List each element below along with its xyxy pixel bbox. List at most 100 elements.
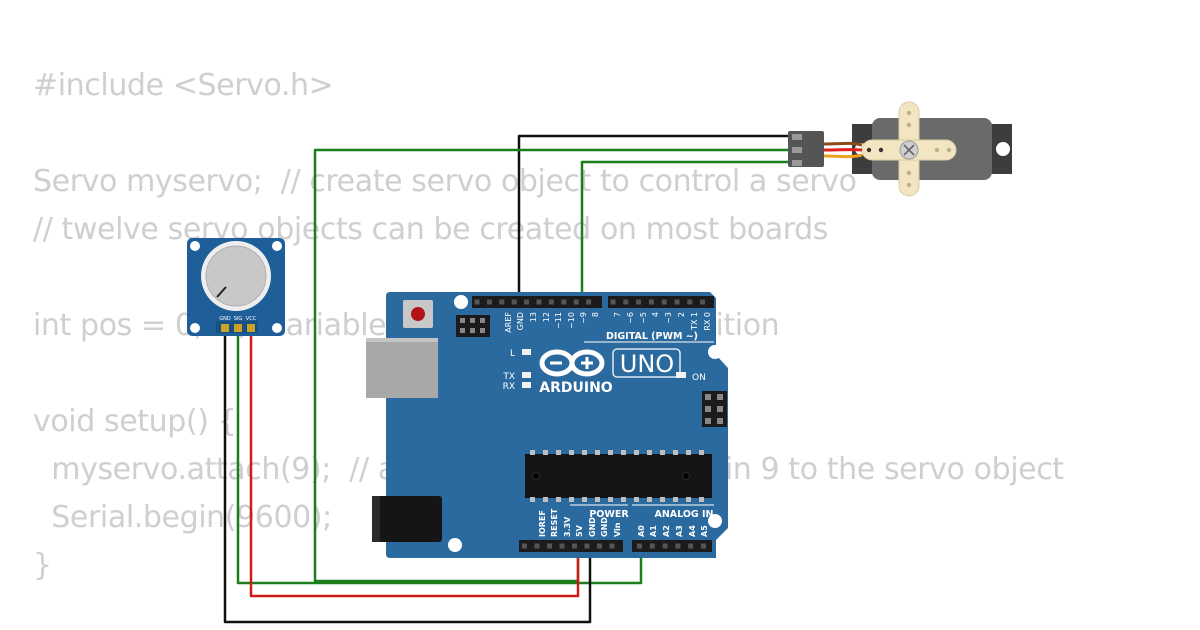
tx-led <box>522 372 531 378</box>
pin-hole[interactable] <box>687 299 693 305</box>
model-label: UNO <box>620 350 674 378</box>
potentiometer-module[interactable]: GND SIG VCC <box>187 238 285 336</box>
digital-pin-label: 8 <box>591 312 600 317</box>
power-pin-label: GND <box>588 517 597 537</box>
pin-hole[interactable] <box>584 543 590 549</box>
digital-pin-label: ~3 <box>664 312 673 324</box>
servo-motor[interactable] <box>788 101 1012 197</box>
analog-pin-label: A1 <box>649 525 658 537</box>
pin-hole[interactable] <box>511 299 517 305</box>
power-header-label: POWER <box>589 509 629 520</box>
mount-hole <box>272 241 282 251</box>
pot-pin-label: SIG <box>234 316 243 322</box>
pot-pin-label: GND <box>219 316 231 322</box>
pin-hole[interactable] <box>675 543 681 549</box>
brand-label: ARDUINO <box>539 380 613 396</box>
pin-hole[interactable] <box>623 299 629 305</box>
pin-hole[interactable] <box>610 299 616 305</box>
pin-vcc <box>247 324 255 332</box>
pin-hole[interactable] <box>522 543 527 549</box>
mount-hole <box>190 323 200 333</box>
dc-power-jack <box>372 496 442 542</box>
chip-notch <box>532 472 540 480</box>
model-badge <box>612 348 681 378</box>
digital-header-label: DIGITAL (PWM ~) <box>606 331 698 342</box>
pin-hole[interactable] <box>648 299 654 305</box>
bottom-pin-holes <box>522 543 706 549</box>
digital-pin-label: GND <box>516 312 525 330</box>
pin-hole[interactable] <box>636 299 642 305</box>
power-pin-label: 3.3V <box>563 516 572 537</box>
reset-button-cap[interactable] <box>411 307 425 321</box>
pin-hole[interactable] <box>559 543 565 549</box>
digital-pin-holes <box>474 299 706 305</box>
usb-port-edge <box>366 338 438 342</box>
wire-pot-vcc[interactable] <box>249 330 580 598</box>
horn-hole <box>906 182 912 188</box>
pin-hole[interactable] <box>649 543 655 549</box>
pin-hole[interactable] <box>561 299 567 305</box>
on-led-label: ON <box>692 373 706 383</box>
pin-hole[interactable] <box>661 299 667 305</box>
board-mount-hole <box>708 345 722 359</box>
wire-servo-signal[interactable] <box>580 160 792 302</box>
power-header <box>519 540 623 552</box>
connector-pin <box>792 160 802 166</box>
pin-hole[interactable] <box>547 543 552 549</box>
chip-dot <box>682 472 690 480</box>
horn-hole <box>906 170 912 176</box>
wire-servo-ground[interactable] <box>517 134 792 302</box>
horn-hole <box>934 147 940 153</box>
l-led <box>522 349 531 355</box>
pin-hole[interactable] <box>486 299 492 305</box>
analog-pin-label: A0 <box>637 525 646 537</box>
mount-hole <box>272 323 282 333</box>
digital-pin-label: ~10 <box>567 312 576 329</box>
wire-pot-ground[interactable] <box>223 330 592 624</box>
code-line: Serial.begin(9600); <box>33 500 332 535</box>
pin-hole[interactable] <box>572 543 577 549</box>
pin-hole[interactable] <box>536 299 542 305</box>
analog-header <box>632 540 712 552</box>
wires <box>223 134 792 624</box>
pin-hole[interactable] <box>573 299 579 305</box>
usb-port <box>366 338 438 398</box>
knob[interactable] <box>205 245 267 307</box>
pin-hole[interactable] <box>586 299 592 305</box>
pin-hole[interactable] <box>474 299 480 305</box>
analog-pin-label: A3 <box>675 525 684 537</box>
connector-pin <box>792 134 802 140</box>
pin-hole[interactable] <box>597 543 602 549</box>
wire-pot-signal[interactable] <box>236 330 643 585</box>
pin-hole[interactable] <box>548 299 554 305</box>
digital-header-right <box>608 296 714 308</box>
icsp-pins <box>460 318 485 333</box>
horn-hole <box>878 147 884 153</box>
pin-hole[interactable] <box>700 299 706 305</box>
pin-hole[interactable] <box>688 543 694 549</box>
chip-legs <box>530 450 704 502</box>
pin-hole[interactable] <box>637 543 642 549</box>
digital-pin-label: 12 <box>542 312 551 322</box>
pin-hole[interactable] <box>524 299 530 305</box>
digital-pin-label: ~9 <box>579 312 588 324</box>
pin-hole[interactable] <box>662 543 668 549</box>
analog-pin-label: A4 <box>688 525 697 537</box>
tx-led-label: TX <box>502 372 515 382</box>
pin-hole[interactable] <box>499 299 505 305</box>
pin-hole[interactable] <box>674 299 680 305</box>
pin-hole[interactable] <box>609 543 615 549</box>
board-mount-hole <box>448 538 462 552</box>
code-line: #include <Servo.h> <box>33 68 334 103</box>
horn-hole <box>946 147 952 153</box>
power-pin-label: IOREF <box>538 510 547 537</box>
digital-pin-label: ~6 <box>626 312 635 324</box>
pin-hole[interactable] <box>701 543 706 549</box>
on-led <box>676 372 686 378</box>
pin-hole[interactable] <box>534 543 540 549</box>
digital-pin-label: 13 <box>529 312 538 322</box>
